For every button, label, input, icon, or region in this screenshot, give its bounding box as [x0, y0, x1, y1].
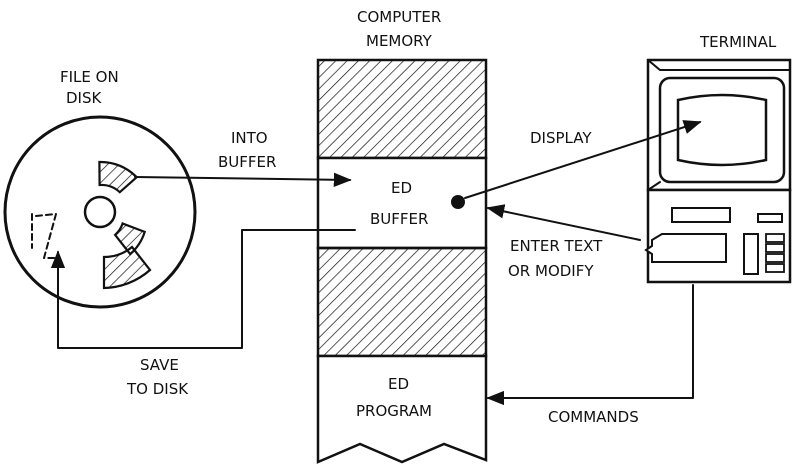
terminal: [644, 58, 792, 284]
ed-buffer-label: ED BUFFER: [370, 179, 428, 228]
save-to-disk-arrow: [50, 229, 356, 349]
save-to-disk-label: SAVE TO DISK: [126, 356, 189, 398]
commands-label: COMMANDS: [548, 408, 639, 426]
ed-program-region: [316, 354, 488, 464]
keypad-left: [743, 233, 759, 275]
into-buffer-arrow: [134, 172, 352, 187]
monitor-bevel: [647, 59, 791, 71]
commands-arrow: [486, 284, 694, 406]
buffer-pointer-dot: [451, 195, 465, 209]
monitor-bevel-bottom: [647, 181, 661, 191]
computer-memory-label: COMPUTER MEMORY: [357, 8, 446, 50]
keypad-right: [765, 233, 785, 273]
disk: [3, 115, 197, 309]
disk-hub: [83, 195, 117, 229]
enter-text-label: ENTER TEXT OR MODIFY: [508, 237, 607, 280]
display-label: DISPLAY: [530, 129, 592, 147]
file-sector-bottom: [102, 245, 152, 290]
file-sector-top: [98, 160, 139, 194]
display-arrow: [464, 120, 702, 199]
memory-hatched-top: [316, 58, 488, 160]
memory-hatched-middle: [316, 246, 488, 358]
enter-text-arrow: [486, 204, 641, 241]
computer-memory: [316, 58, 488, 464]
disk-outer-circle: [3, 115, 197, 309]
file-sector-saved-dashed: [35, 213, 59, 259]
file-on-disk-label: FILE ON DISK: [60, 68, 123, 107]
terminal-label: TERMINAL: [699, 33, 777, 51]
terminal-display-slot: [671, 207, 731, 223]
keyboard: [644, 233, 727, 263]
into-buffer-label: INTO BUFFER: [218, 129, 276, 171]
terminal-indicator: [757, 213, 783, 223]
monitor-screen: [676, 93, 768, 167]
ed-program-label: ED PROGRAM: [356, 375, 432, 420]
file-sector-right: [113, 222, 147, 256]
